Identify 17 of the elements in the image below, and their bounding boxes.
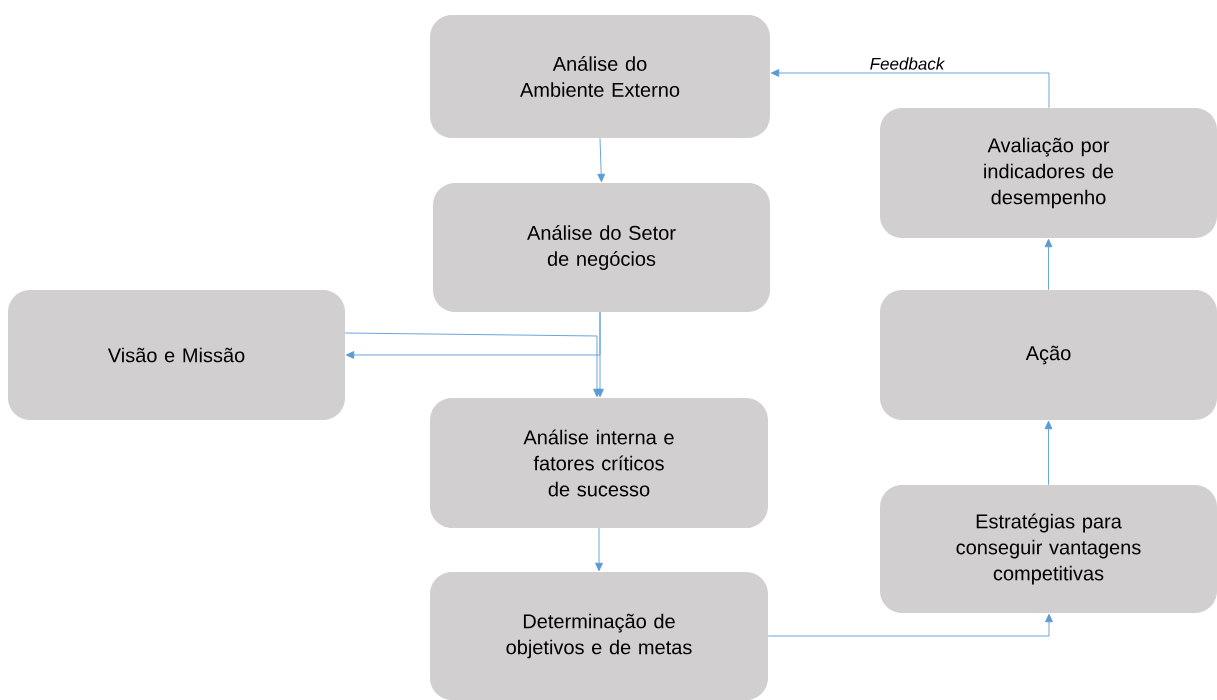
- process-box: Estratégias para conseguir vantagens competitivas: [880, 485, 1217, 613]
- edge-label: Feedback: [870, 57, 946, 70]
- arrow: [770, 69, 1050, 109]
- process-box: Avaliação por indicadores de desempenho: [880, 108, 1217, 238]
- arrow: [767, 613, 1053, 637]
- arrow: [1044, 420, 1053, 486]
- process-box: Análise interna e fatores críticos de sucesso: [430, 398, 768, 528]
- arrow: [344, 332, 601, 398]
- process-box: Análise do Ambiente Externo: [430, 15, 770, 138]
- process-box: Análise do Setor de negócios: [433, 183, 770, 312]
- process-box: Ação: [880, 290, 1217, 420]
- process-box: Visão e Missão: [8, 290, 345, 420]
- arrow: [595, 527, 603, 572]
- arrow: [345, 311, 601, 359]
- arrow: [597, 137, 606, 183]
- process-box: Determinação de objetivos e de metas: [430, 572, 768, 700]
- arrow: [1044, 238, 1053, 291]
